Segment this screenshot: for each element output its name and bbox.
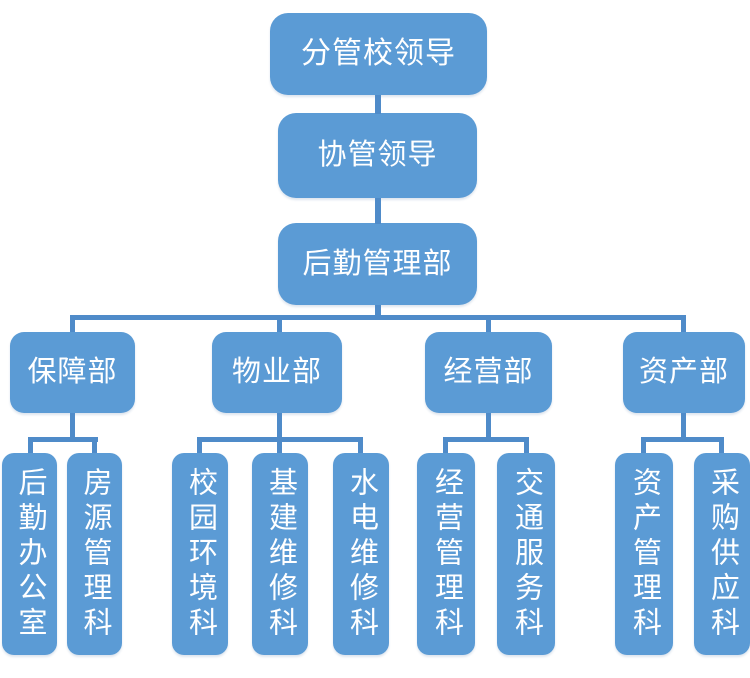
connector-drop-assets — [681, 317, 686, 332]
leaf-housing-management: 房源管理科 — [67, 453, 122, 655]
connector-riser-operations — [486, 413, 491, 440]
connector-drop-housing-management — [92, 439, 97, 453]
connector-main-horizontal — [70, 315, 686, 320]
leaf-infrastructure-maintenance: 基建维修科 — [252, 453, 308, 655]
dept-property: 物业部 — [212, 332, 342, 413]
connector-drop-procurement-supply — [719, 439, 724, 453]
node-co-leader: 协管领导 — [278, 113, 477, 198]
leaf-operations-management: 经营管理科 — [417, 453, 475, 655]
connector-drop-logistics-office — [28, 439, 33, 453]
dept-support: 保障部 — [10, 332, 135, 413]
connector-riser-support — [70, 413, 75, 440]
connector-horizontal-assets — [641, 437, 724, 442]
connector-drop-asset-management — [641, 439, 646, 453]
connector-riser-logistics — [375, 305, 381, 317]
node-school-leader: 分管校领导 — [270, 13, 487, 95]
connector-drop-property — [277, 317, 282, 332]
connector-horizontal-operations — [443, 437, 529, 442]
connector-riser-property — [277, 413, 282, 440]
connector-leader-coleader — [375, 95, 381, 114]
connector-riser-assets — [681, 413, 686, 440]
leaf-campus-environment: 校园环境科 — [172, 453, 228, 655]
connector-drop-operations-management — [443, 439, 448, 453]
connector-drop-infrastructure-maintenance — [277, 439, 282, 453]
connector-drop-campus-environment — [197, 439, 202, 453]
connector-drop-utilities-maintenance — [358, 439, 363, 453]
connector-drop-support — [70, 317, 75, 332]
connector-coleader-dept — [375, 198, 381, 224]
connector-drop-transport-service — [524, 439, 529, 453]
leaf-asset-management: 资产管理科 — [615, 453, 673, 655]
leaf-utilities-maintenance: 水电维修科 — [333, 453, 389, 655]
leaf-transport-service: 交通服务科 — [497, 453, 555, 655]
connector-horizontal-support — [28, 437, 98, 442]
connector-drop-operations — [486, 317, 491, 332]
node-logistics-dept: 后勤管理部 — [278, 223, 477, 305]
dept-operations: 经营部 — [425, 332, 552, 413]
leaf-procurement-supply: 采购供应科 — [694, 453, 750, 655]
dept-assets: 资产部 — [623, 332, 745, 413]
leaf-logistics-office: 后勤办公室 — [2, 453, 57, 655]
